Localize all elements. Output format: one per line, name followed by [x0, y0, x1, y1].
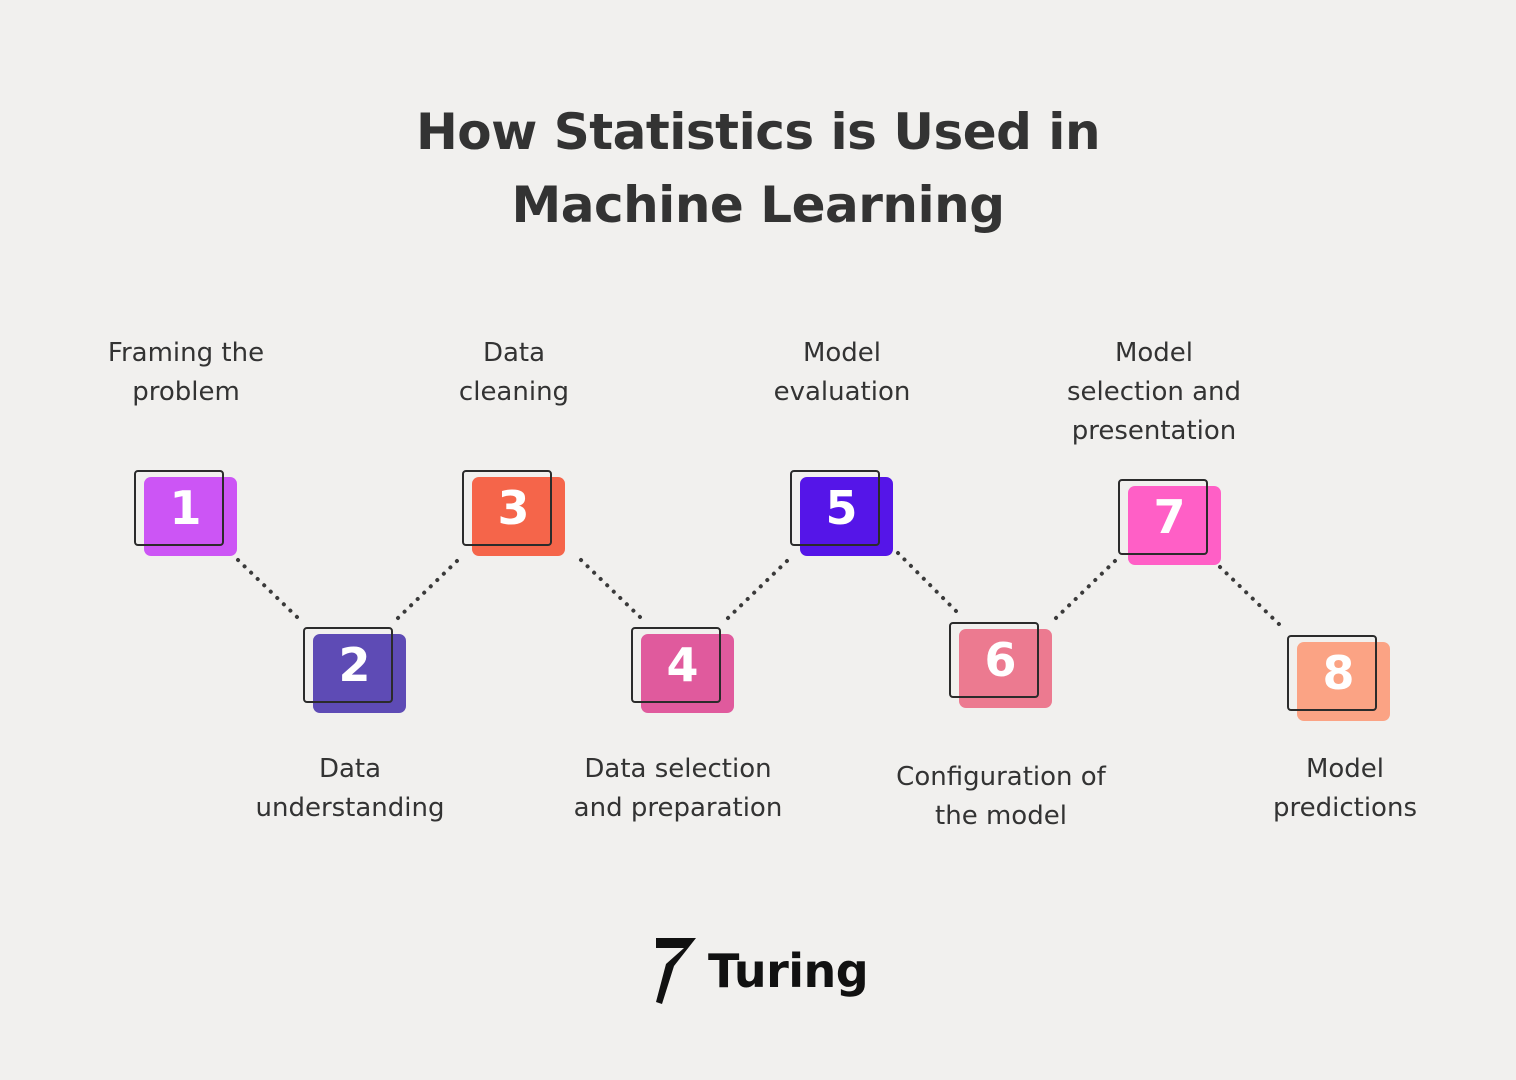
step-7-label: Model selection and presentation — [1024, 334, 1284, 451]
step-8-outline — [1287, 635, 1377, 711]
connector-5-6 — [896, 551, 962, 617]
step-7-number: 7 — [1153, 490, 1186, 544]
step-1-outline — [134, 470, 224, 546]
connector-3-4 — [579, 558, 643, 620]
step-2-label-line: understanding — [255, 793, 445, 823]
title-line-2: Machine Learning — [511, 176, 1005, 234]
step-2-label-line: Data — [318, 754, 382, 784]
turing-7-logo-icon — [656, 938, 696, 1004]
step-3-label: Data cleaning — [384, 334, 644, 412]
step-5-outline — [790, 470, 880, 546]
step-3-label-line: Data — [482, 338, 546, 368]
title-line-1: How Statistics is Used in — [415, 103, 1101, 161]
step-6-label-line: Configuration of — [896, 762, 1106, 792]
step-2-label: Data understanding — [220, 750, 480, 828]
step-5-label-line: evaluation — [773, 377, 911, 407]
connector-7-8 — [1218, 565, 1285, 630]
connector-1-2 — [236, 558, 300, 620]
step-6-box: 6 — [949, 622, 1053, 708]
step-5-box: 5 — [790, 470, 894, 556]
step-6-label: Configuration of the model — [871, 758, 1131, 836]
step-3-label-line: cleaning — [458, 377, 570, 407]
turing-logo: Turing — [652, 936, 869, 1006]
step-3-number: 3 — [497, 481, 530, 535]
step-7-label-line: Model — [1114, 338, 1194, 368]
step-7-box: 7 — [1118, 479, 1222, 565]
step-4-number: 4 — [666, 638, 699, 692]
step-5-label: Model evaluation — [712, 334, 972, 412]
step-8-label: Model predictions — [1215, 750, 1475, 828]
connector-4-5 — [726, 558, 790, 620]
step-3-outline — [462, 470, 552, 546]
step-4-outline — [631, 627, 721, 703]
step-4-label: Data selection and preparation — [548, 750, 808, 828]
step-1-label: Framing the problem — [56, 334, 316, 412]
step-8-box: 8 — [1287, 635, 1391, 721]
step-2-outline — [303, 627, 393, 703]
connector-6-7 — [1054, 558, 1118, 620]
step-4-label-line: and preparation — [573, 793, 783, 823]
step-1-box: 1 — [134, 470, 238, 556]
step-6-label-line: the model — [935, 801, 1067, 831]
step-7-label-line: presentation — [1071, 416, 1237, 446]
step-6-outline — [949, 622, 1039, 698]
step-8-number: 8 — [1322, 646, 1355, 700]
step-1-number: 1 — [169, 481, 202, 535]
step-3-box: 3 — [462, 470, 566, 556]
step-5-label-line: Model — [802, 338, 882, 368]
connector-2-3 — [396, 558, 460, 620]
step-7-label-line: selection and — [1066, 377, 1242, 407]
step-4-label-line: Data selection — [584, 754, 772, 784]
step-1-label-line: problem — [132, 377, 240, 407]
step-6-number: 6 — [984, 633, 1017, 687]
step-4-box: 4 — [631, 627, 735, 713]
step-8-label-line: Model — [1305, 754, 1385, 784]
step-2-number: 2 — [338, 638, 371, 692]
step-7-outline — [1118, 479, 1208, 555]
step-1-label-line: Framing the — [107, 338, 265, 368]
step-5-number: 5 — [825, 481, 858, 535]
step-8-label-line: predictions — [1273, 793, 1417, 823]
logo-text: Turing — [708, 944, 869, 998]
step-2-box: 2 — [303, 627, 407, 713]
page-title: How Statistics is Used in Machine Learni… — [0, 96, 1516, 242]
